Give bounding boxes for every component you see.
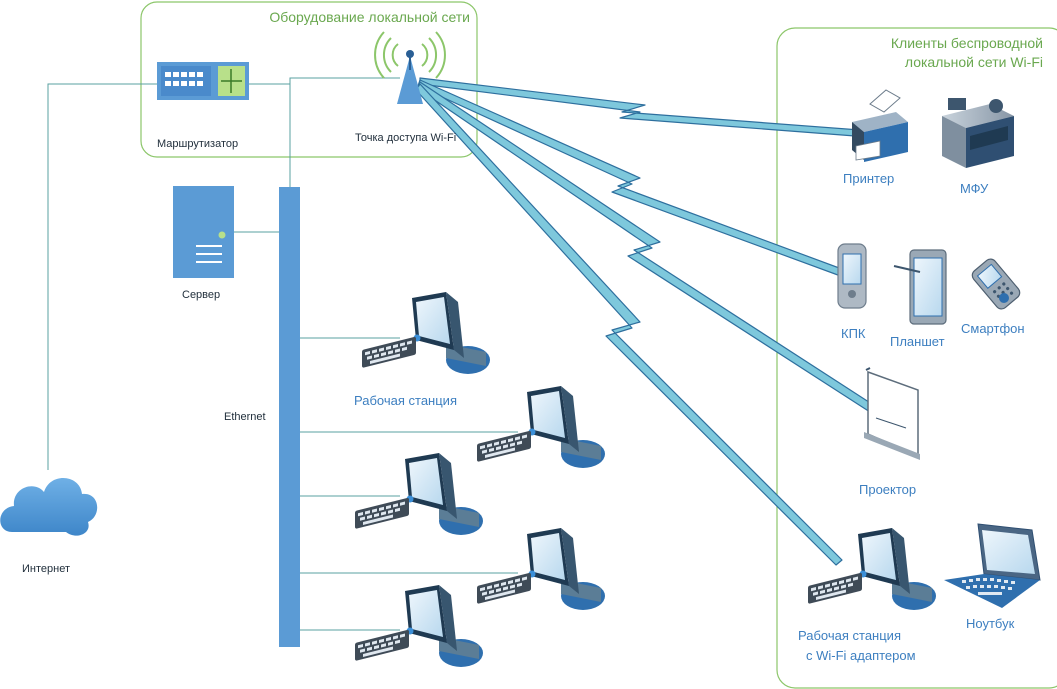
projector-label: Проектор — [859, 482, 916, 497]
smartphone[interactable] — [970, 257, 1022, 312]
smartphone-label: Смартфон — [961, 321, 1025, 336]
workstation-label: Рабочая станция — [354, 393, 457, 408]
router-label: Маршрутизатор — [157, 138, 238, 150]
server-led — [218, 231, 226, 239]
wifi-clients-title-line2: локальной сети Wi-Fi — [905, 54, 1043, 70]
access-point-label: Точка доступа Wi-Fi — [355, 132, 456, 144]
pda-label: КПК — [841, 326, 866, 341]
lan-equipment-title: Оборудование локальной сети — [269, 9, 470, 25]
wifi-workstation-label-line1: Рабочая станция — [798, 628, 901, 643]
laptop-label: Ноутбук — [966, 616, 1015, 631]
workstation-2[interactable] — [477, 386, 605, 468]
wired-links — [47, 77, 518, 631]
router-ethernet-link — [289, 77, 400, 84]
antenna-icon — [397, 56, 423, 104]
wireless-links — [415, 77, 876, 566]
wifi-clients-group — [776, 27, 1057, 689]
router[interactable] — [157, 62, 249, 100]
printer-label: Принтер — [843, 171, 894, 186]
mfu[interactable] — [942, 98, 1014, 168]
workstation-5[interactable] — [355, 585, 483, 667]
wifi-workstation[interactable] — [808, 528, 936, 610]
internet-label: Интернет — [22, 563, 70, 575]
lan-equipment-group — [140, 1, 478, 158]
wifi-workstation-label-line2: с Wi-Fi адаптером — [806, 648, 916, 663]
projector[interactable] — [864, 367, 920, 460]
wifi-signal-icon — [374, 31, 446, 79]
printer-paper-icon — [869, 89, 901, 113]
access-point[interactable] — [374, 31, 446, 104]
workstation-1[interactable] — [362, 292, 490, 374]
tablet[interactable] — [893, 249, 947, 325]
workstation-3[interactable] — [355, 453, 483, 535]
pda[interactable] — [837, 243, 867, 309]
server-label: Сервер — [182, 289, 220, 301]
internet-router-link — [47, 83, 157, 470]
laptop[interactable] — [944, 523, 1041, 608]
wireless-link-pda — [417, 79, 851, 279]
ethernet-bus — [279, 187, 300, 647]
mfu-label: МФУ — [960, 181, 989, 196]
server[interactable] — [173, 186, 234, 278]
tablet-label: Планшет — [890, 334, 945, 349]
wireless-link-wifi-workstation — [415, 83, 843, 566]
server-body — [173, 186, 234, 278]
stylus-icon — [893, 265, 921, 273]
wifi-clients-title-line1: Клиенты беспроводной — [891, 35, 1043, 51]
workstation-4[interactable] — [477, 528, 605, 610]
ethernet-label: Ethernet — [224, 411, 266, 423]
router-ports-icon — [165, 72, 203, 86]
internet-cloud-icon[interactable] — [0, 477, 98, 536]
printer[interactable] — [852, 89, 908, 162]
